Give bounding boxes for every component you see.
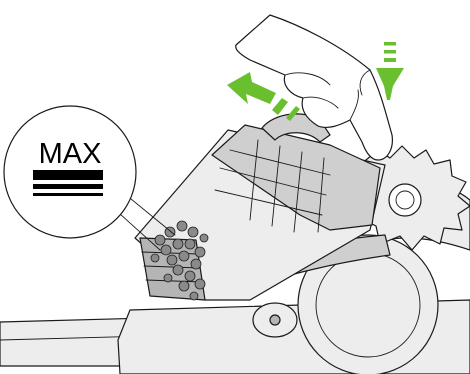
max-line-thin [33, 193, 103, 196]
max-label: MAX [39, 138, 102, 170]
push-down-arrow-icon [376, 42, 404, 100]
max-line-mid [33, 184, 103, 189]
max-line-thick [33, 170, 103, 180]
